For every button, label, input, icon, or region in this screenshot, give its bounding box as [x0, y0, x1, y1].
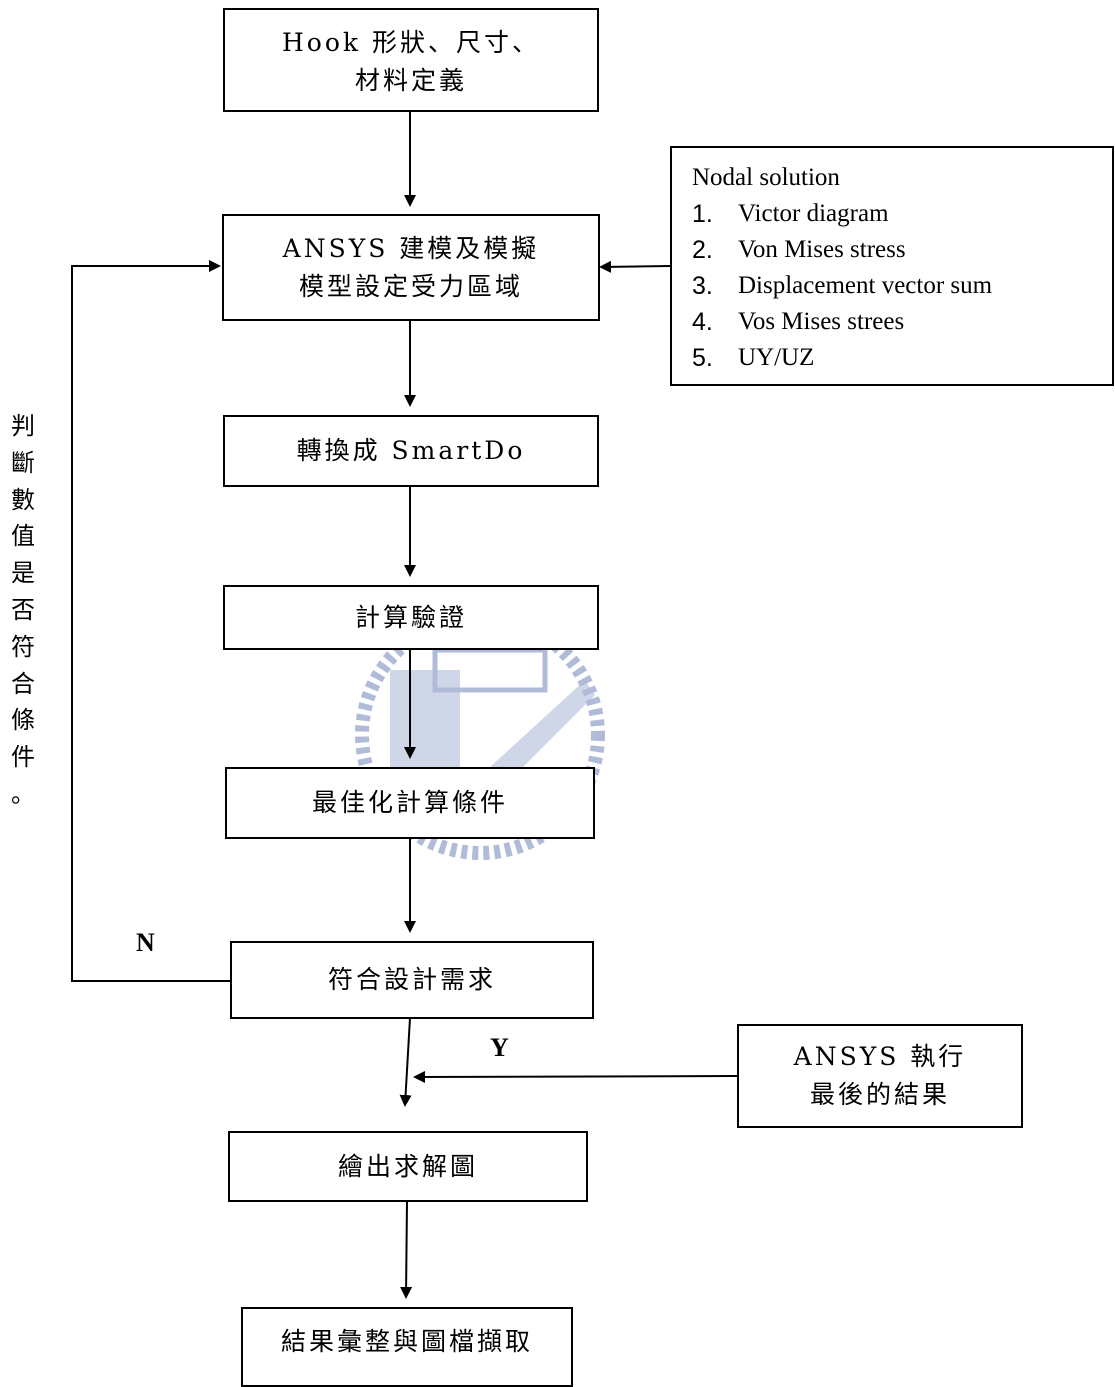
node-verify-label: 計算驗證 [354, 602, 467, 632]
nodal-item-num: 2. [692, 236, 713, 264]
loop-no-line [71, 260, 230, 982]
node-ansys-result-line2: 最後的結果 [809, 1080, 950, 1109]
nodal-item-text: Victor diagram [738, 200, 889, 227]
loop-label-char: 件 [11, 743, 35, 772]
nodal-item-text: Vos Mises strees [738, 308, 905, 335]
arrow-plot-export [400, 1200, 413, 1299]
node-optimize: 最佳化計算條件 [225, 767, 595, 839]
nodal-solution-title: Nodal solution [692, 164, 840, 191]
node-verify: 計算驗證 [223, 585, 599, 650]
loop-label-char: 值 [11, 522, 35, 551]
node-export-label: 結果彙整與圖檔擷取 [280, 1327, 533, 1356]
nodal-item-num: 5. [692, 344, 713, 372]
node-optimize-label: 最佳化計算條件 [311, 788, 508, 817]
node-convert: 轉換成 SmartDo [223, 415, 599, 487]
loop-label-char: 數 [11, 485, 35, 514]
node-convert-label: 轉換成 SmartDo [296, 436, 526, 465]
loop-label-char: 合 [11, 669, 35, 698]
nodal-item: 5. UY/UZ [692, 340, 1112, 376]
loop-label-char: 斷 [11, 448, 35, 477]
loop-label-char: 符 [11, 632, 35, 661]
nodal-item-text: UY/UZ [738, 344, 815, 371]
loop-label-char: 。 [11, 779, 35, 808]
arrow-nodal-model [599, 260, 671, 273]
loop-label-char: 條 [11, 706, 35, 735]
arrow-result-merge [413, 1070, 738, 1083]
node-ansys-result-line1: ANSYS 執行 [793, 1042, 967, 1071]
loop-label-char: 否 [11, 595, 35, 624]
nodal-item: 1. Victor diagram [692, 196, 1112, 232]
nodal-item: 4. Vos Mises strees [692, 304, 1112, 340]
nodal-item-text: Von Mises stress [738, 236, 906, 263]
node-decision: 符合設計需求 [230, 941, 594, 1019]
nodal-solution-box: Nodal solution 1. Victor diagram 2. Von Mi… [670, 146, 1114, 386]
nodal-item-num: 4. [692, 308, 713, 336]
loop-label-char: 判 [11, 412, 35, 440]
node-decision-label: 符合設計需求 [327, 965, 496, 994]
nodal-item-text: Displacement vector sum [738, 272, 993, 299]
arrow-decision-plot [399, 1017, 412, 1107]
node-model-line2: 模型設定受力區域 [298, 271, 523, 301]
node-model: ANSYS 建模及模擬 模型設定受力區域 [222, 214, 600, 321]
node-export: 結果彙整與圖檔擷取 [241, 1307, 573, 1387]
nodal-item: 2. Von Mises stress [692, 232, 1112, 268]
nodal-solution-list: 1. Victor diagram 2. Von Mises stress 3. Di… [692, 196, 1112, 376]
loop-label-char: 是 [11, 559, 35, 588]
node-model-line1: ANSYS 建模及模擬 [282, 233, 540, 263]
nodal-item-num: 1. [692, 200, 713, 228]
node-define-line2: 材料定義 [354, 66, 467, 95]
node-define-line1: Hook 形狀、尺寸、 [281, 28, 540, 57]
nodal-item: 3. Displacement vector sum [692, 268, 1112, 304]
node-plot-label: 繪出求解圖 [337, 1151, 478, 1181]
edge-label-yes: Y [490, 1033, 509, 1062]
node-define: Hook 形狀、尺寸、 材料定義 [223, 8, 599, 112]
node-ansys-result: ANSYS 執行 最後的結果 [737, 1024, 1023, 1128]
nodal-item-num: 3. [692, 272, 713, 300]
edge-label-no: N [136, 928, 155, 957]
loop-condition-label: 判 斷 數 值 是 否 符 合 條 件 。 [9, 408, 37, 813]
node-plot: 繪出求解圖 [228, 1131, 588, 1202]
